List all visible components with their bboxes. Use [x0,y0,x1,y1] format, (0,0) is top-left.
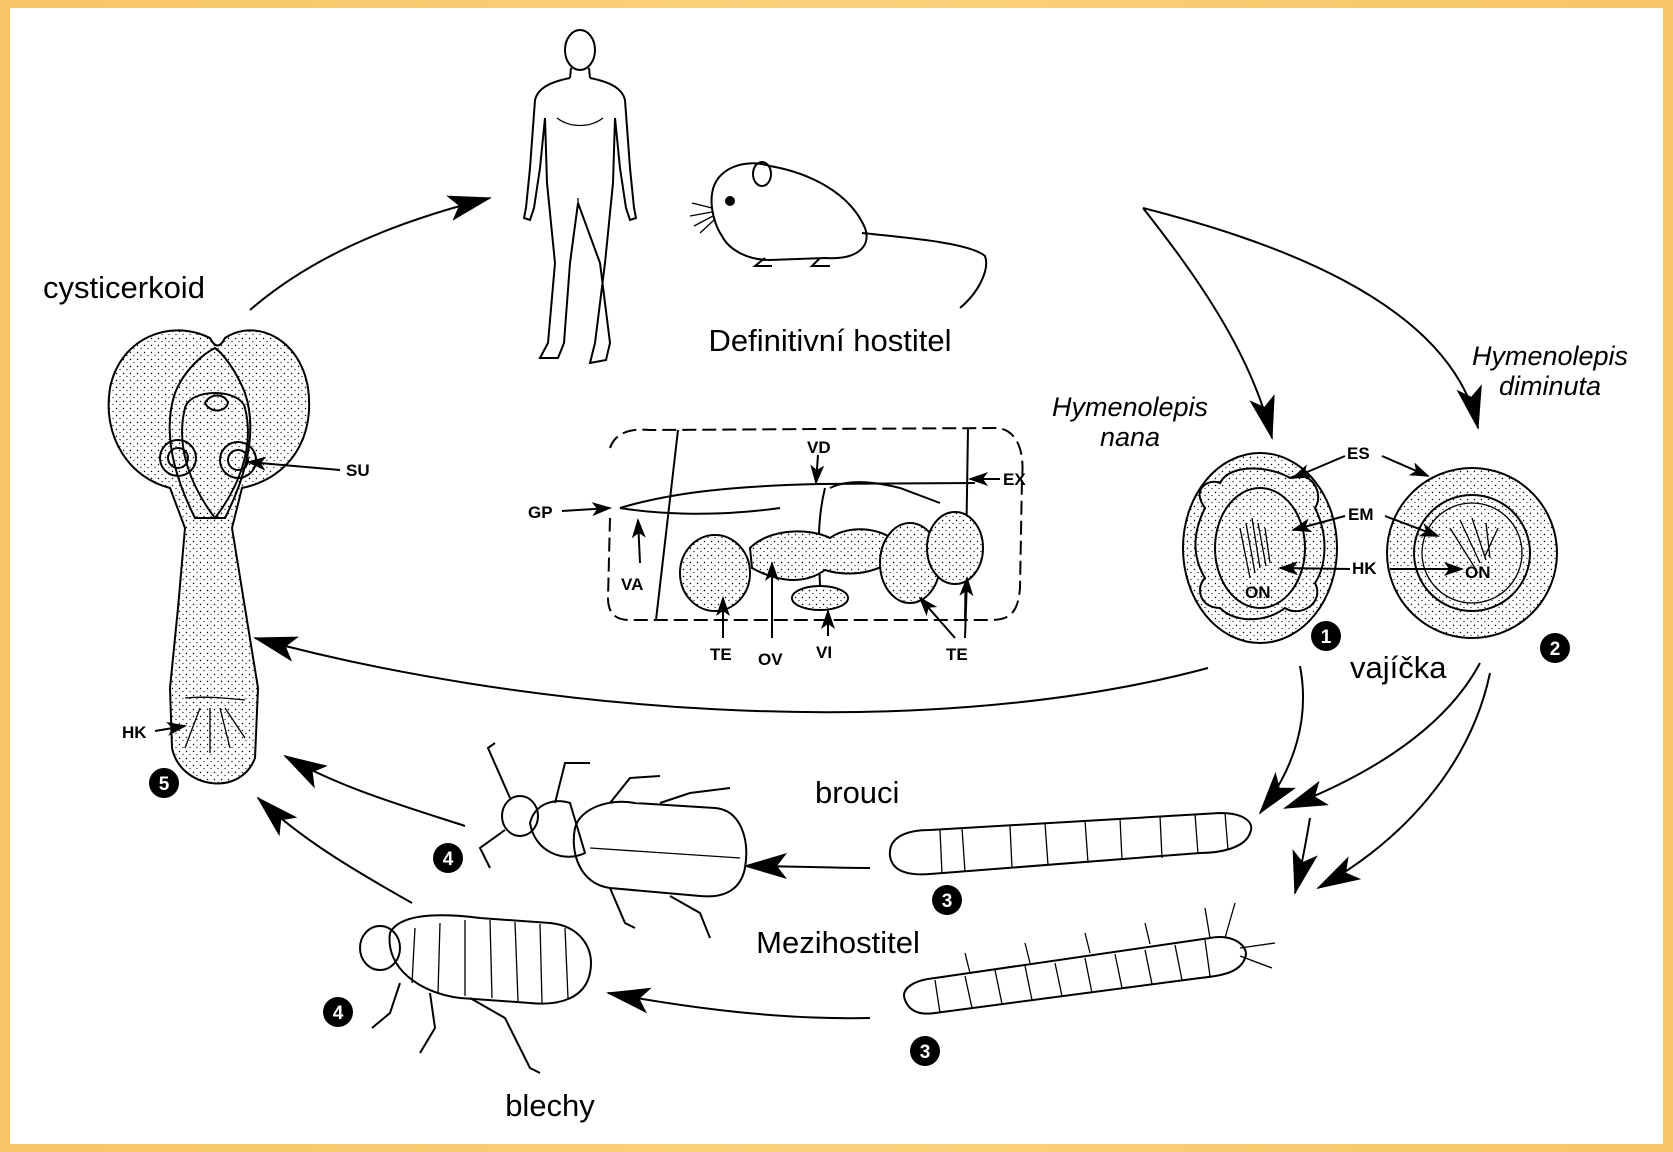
on-label-nana: ON [1245,583,1271,602]
diagram-panel: Definitivní hostitel cysticerkoid SU HK … [10,8,1663,1144]
stage-2-number: 2 [1550,639,1561,660]
egg-to-flea-larva-arrow-1 [1295,818,1310,893]
h-nana-label-line1: Hymenolepis [1052,392,1208,422]
on-label-diminuta: ON [1465,563,1491,582]
infection-arrow [250,198,490,310]
egg-diminuta-illustration [1387,468,1557,638]
fleas-label: blechy [505,1088,595,1123]
mouse-illustration [690,162,986,308]
h-diminuta-label-line2: diminuta [1499,371,1601,401]
beetles-label: brouci [815,775,899,810]
flea-larva-illustration [904,903,1275,1014]
flea-illustration [360,915,591,1073]
h-nana-label-line2: nana [1100,422,1160,452]
cysticercoid-illustration [109,330,310,783]
stage-1-number: 1 [1321,627,1332,648]
vd-label: VD [807,438,831,457]
beetle-illustration [480,743,746,938]
beetle-larva-illustration [890,813,1251,874]
stage-4-number-flea: 4 [333,1003,344,1024]
stage-4-number-beetle: 4 [443,849,454,870]
em-label: EM [1348,505,1374,524]
h-diminuta-label-line1: Hymenolepis [1472,341,1628,371]
ex-label: EX [1003,470,1026,489]
flea-larva-to-adult-arrow [608,993,870,1018]
va-label: VA [621,575,643,594]
human-illustration [524,30,636,363]
gp-label: GP [528,503,553,522]
te-label-left: TE [710,645,732,664]
stage-3-number-beetle: 3 [942,891,953,912]
cysticercoid-label: cysticerkoid [43,270,205,305]
flea-to-cysticercoid-arrow [258,798,412,903]
stage-3-number-flea: 3 [920,1042,931,1063]
vi-label: VI [816,643,832,662]
ov-label: OV [758,650,783,669]
beetle-larva-to-adult-arrow [745,866,870,868]
egg-nana-illustration [1183,453,1337,643]
su-label: SU [346,461,370,480]
eggs-label: vajíčka [1350,650,1447,685]
life-cycle-diagram: Definitivní hostitel cysticerkoid SU HK … [10,8,1663,1144]
hk-label-cysticercoid: HK [122,723,147,742]
es-label: ES [1347,444,1370,463]
egg-to-beetle-larva-arrow-1 [1260,666,1303,813]
te-label-right: TE [946,645,968,664]
stage-5-number: 5 [159,774,170,795]
egg-to-flea-larva-arrow-2 [1318,673,1490,888]
definitive-host-label: Definitivní hostitel [709,323,952,358]
beetle-to-cysticercoid-arrow [285,756,465,826]
hk-label-eggs: HK [1352,559,1377,578]
intermediate-host-label: Mezihostitel [756,925,920,960]
